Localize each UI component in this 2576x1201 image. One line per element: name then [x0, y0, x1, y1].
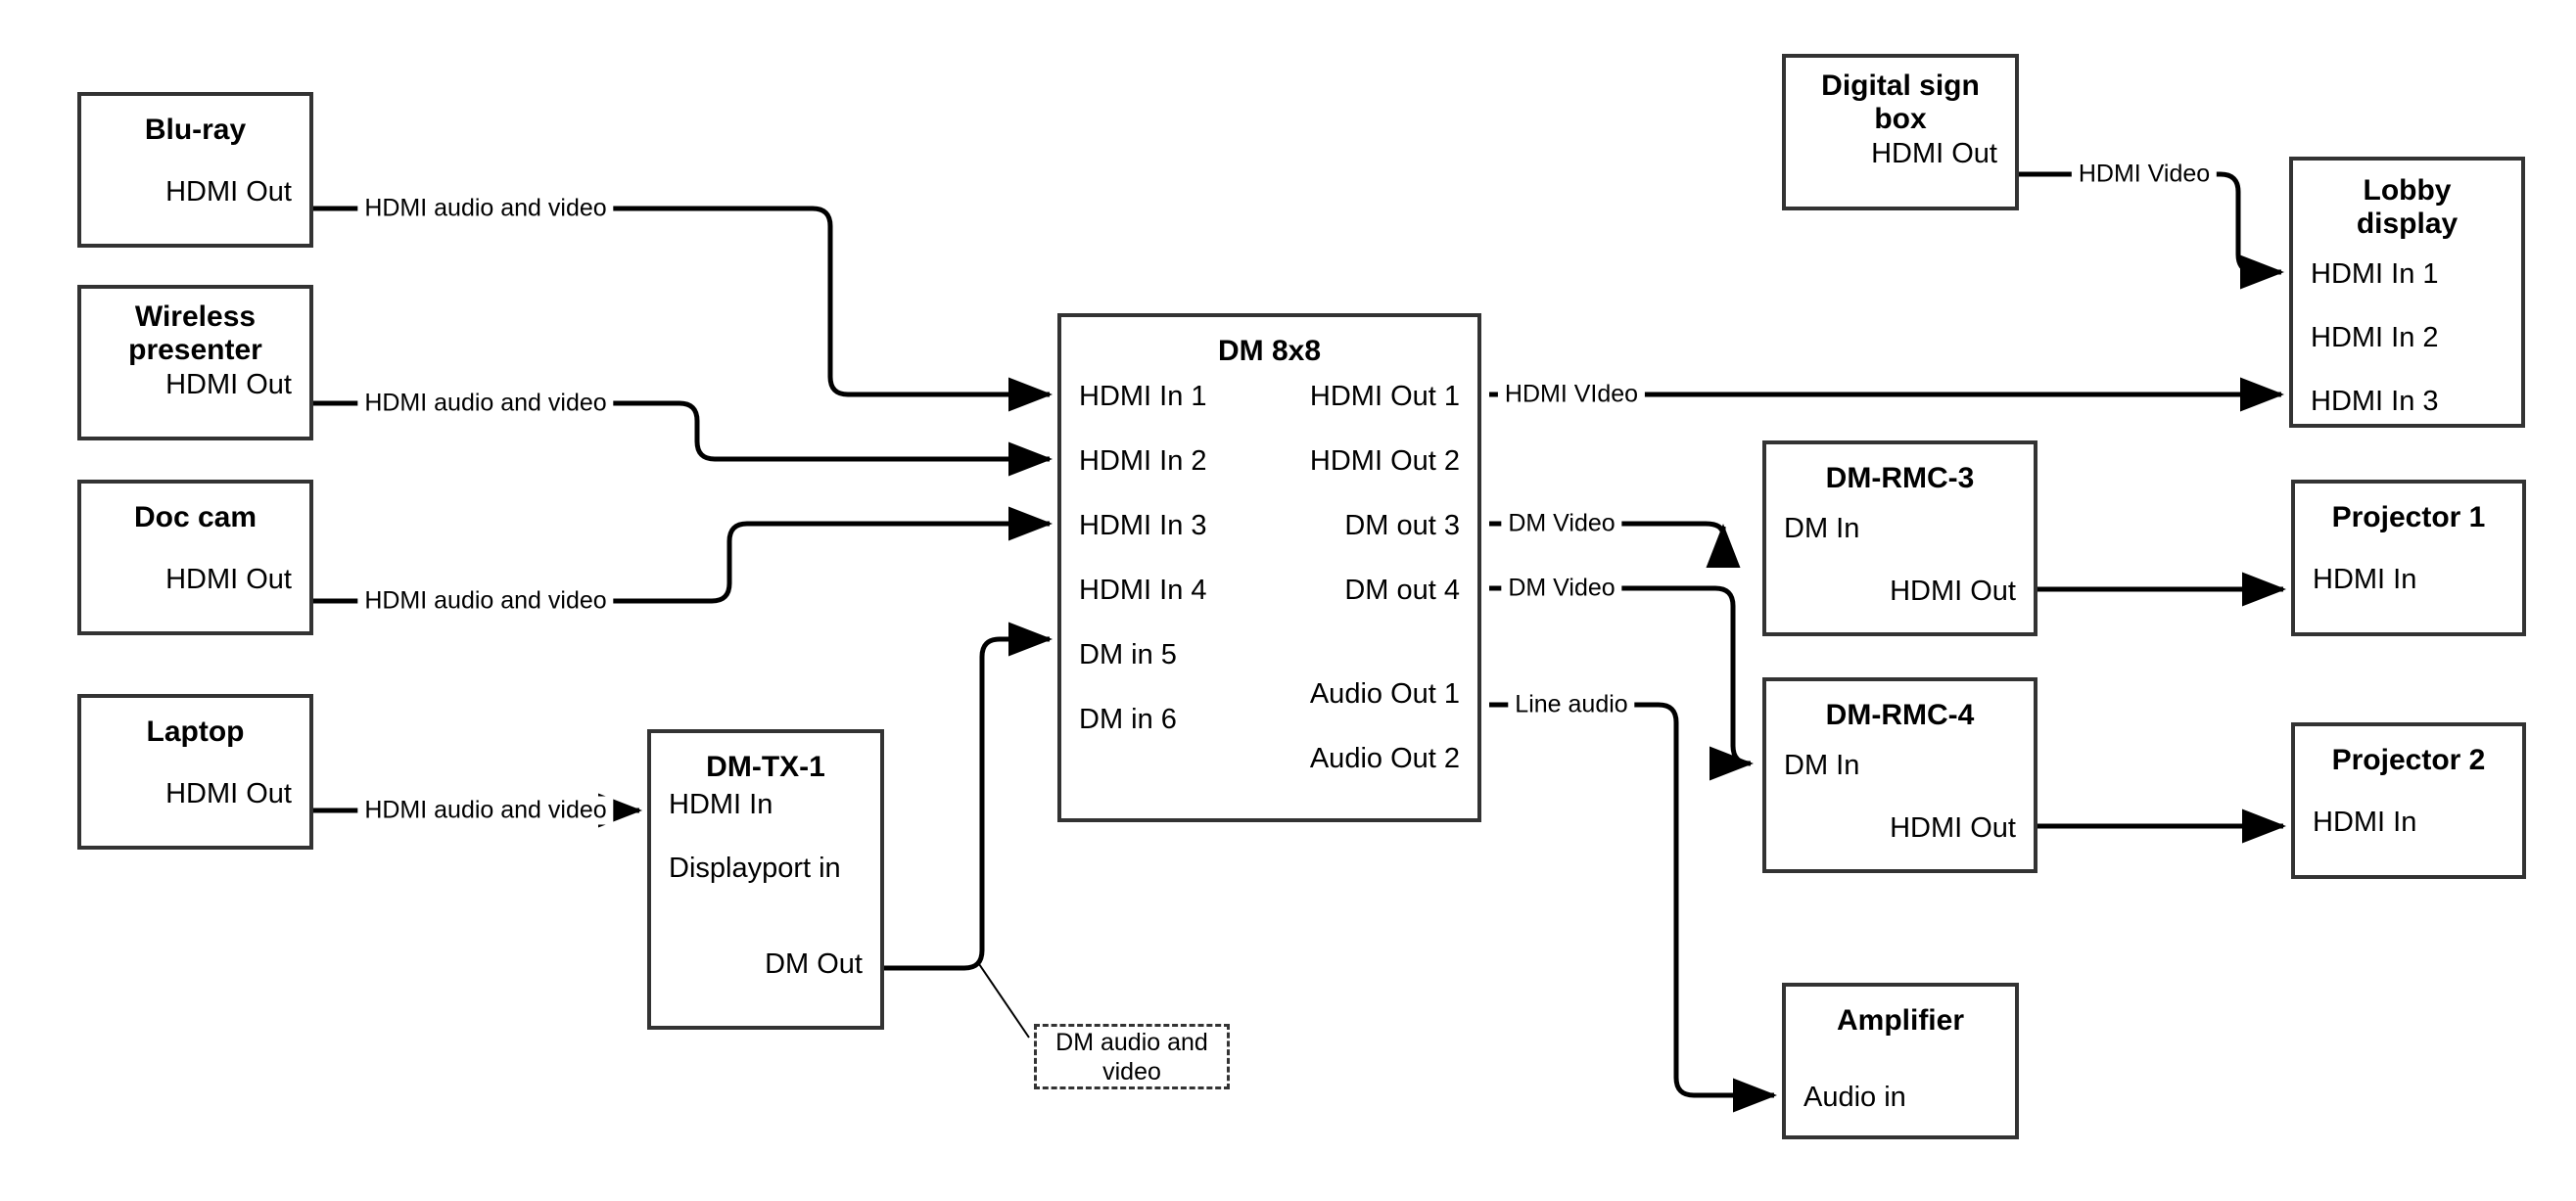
node-title-rmc3: DM-RMC-3 [1825, 462, 1975, 494]
node-rmc4[interactable]: DM-RMC-4 DM In HDMI Out [1762, 677, 2037, 873]
node-title-laptop: Laptop [146, 716, 245, 748]
port-dmtx1-dm-out[interactable]: DM Out [765, 948, 863, 980]
wire-label-dm-out3-to-rmc3: DM Video [1501, 509, 1622, 538]
node-title-doccam: Doc cam [133, 501, 258, 533]
node-title-proj1: Projector 1 [2331, 501, 2486, 533]
port-dm8x8-hdmi-in-3[interactable]: HDMI In 3 [1079, 510, 1207, 541]
wire-label-doccam-to-dm3: HDMI audio and video [357, 586, 614, 616]
wire-bluray-to-dm1 [313, 206, 1054, 412]
wire-doccam-to-dm3 [313, 506, 1054, 604]
port-dm8x8-dm-in-6[interactable]: DM in 6 [1079, 704, 1177, 735]
port-rmc4-hdmi-out[interactable]: HDMI Out [1890, 812, 2016, 844]
port-dmtx1-hdmi-in[interactable]: HDMI In [669, 789, 773, 820]
node-rmc3[interactable]: DM-RMC-3 DM In HDMI Out [1762, 440, 2037, 636]
wire-label-signbox-to-lobby1: HDMI Video [2071, 160, 2218, 189]
port-dm8x8-audio-out-2[interactable]: Audio Out 2 [1309, 743, 1460, 774]
wire-label-wireless-to-dm2: HDMI audio and video [357, 389, 614, 418]
port-doccam-hdmi-out[interactable]: HDMI Out [165, 564, 292, 595]
port-dm8x8-hdmi-out-2[interactable]: HDMI Out 2 [1309, 445, 1460, 477]
port-dm8x8-dm-out-4[interactable]: DM out 4 [1344, 575, 1460, 606]
node-title-dmtx1: DM-TX-1 [706, 751, 825, 783]
port-bluray-hdmi-out[interactable]: HDMI Out [165, 176, 292, 208]
wire-note-leader [976, 960, 1030, 1039]
node-proj1[interactable]: Projector 1 HDMI In [2291, 480, 2526, 636]
port-dm8x8-hdmi-in-1[interactable]: HDMI In 1 [1079, 381, 1207, 412]
wire-label-dm-out4-to-rmc4: DM Video [1501, 574, 1622, 603]
port-amp-audio-in[interactable]: Audio in [1803, 1082, 1906, 1113]
wire-label-laptop-to-dmtx1: HDMI audio and video [357, 796, 614, 825]
node-title-dm8x8: DM 8x8 [1217, 335, 1322, 367]
port-laptop-hdmi-out[interactable]: HDMI Out [165, 778, 292, 809]
port-lobby-hdmi-in-1[interactable]: HDMI In 1 [2311, 258, 2439, 290]
port-dm8x8-hdmi-out-1[interactable]: HDMI Out 1 [1309, 381, 1460, 412]
node-title-proj2: Projector 2 [2331, 744, 2486, 776]
port-proj1-hdmi-in[interactable]: HDMI In [2313, 564, 2417, 595]
port-dm8x8-dm-in-5[interactable]: DM in 5 [1079, 639, 1177, 670]
port-rmc4-dm-in[interactable]: DM In [1784, 750, 1860, 781]
port-proj2-hdmi-in[interactable]: HDMI In [2313, 807, 2417, 838]
port-wireless-hdmi-out[interactable]: HDMI Out [165, 369, 292, 400]
port-dm8x8-hdmi-in-2[interactable]: HDMI In 2 [1079, 445, 1207, 477]
wire-dm-out3-to-rmc3 [1489, 521, 1741, 568]
note-dm-audio-video-note: DM audio and video [1034, 1024, 1230, 1089]
port-rmc3-hdmi-out[interactable]: HDMI Out [1890, 576, 2016, 607]
node-proj2[interactable]: Projector 2 HDMI In [2291, 722, 2526, 879]
wire-wireless-to-dm2 [313, 400, 1054, 477]
port-lobby-hdmi-in-3[interactable]: HDMI In 3 [2311, 386, 2439, 417]
port-dm8x8-audio-out-1[interactable]: Audio Out 1 [1309, 678, 1460, 710]
wire-dm-audio1-to-amp [1489, 702, 1778, 1113]
wire-label-dm-audio1-to-amp: Line audio [1508, 690, 1635, 719]
wire-label-bluray-to-dm1: HDMI audio and video [357, 194, 614, 223]
port-signbox-hdmi-out[interactable]: HDMI Out [1871, 138, 1997, 169]
wire-signbox-to-lobby1 [2019, 171, 2285, 290]
wire-dmtx1-to-dm5 [884, 622, 1054, 971]
port-dm8x8-hdmi-in-4[interactable]: HDMI In 4 [1079, 575, 1207, 606]
port-dmtx1-displayport-in[interactable]: Displayport in [669, 853, 841, 884]
node-title-bluray: Blu-ray [144, 114, 247, 146]
node-title-rmc4: DM-RMC-4 [1825, 699, 1975, 731]
port-dm8x8-dm-out-3[interactable]: DM out 3 [1344, 510, 1460, 541]
port-lobby-hdmi-in-2[interactable]: HDMI In 2 [2311, 322, 2439, 353]
port-rmc3-dm-in[interactable]: DM In [1784, 513, 1860, 544]
wire-dm-out4-to-rmc4 [1489, 585, 1755, 781]
wire-label-dm-out1-to-lobby3: HDMI VIdeo [1497, 380, 1646, 409]
node-title-amp: Amplifier [1836, 1004, 1965, 1037]
